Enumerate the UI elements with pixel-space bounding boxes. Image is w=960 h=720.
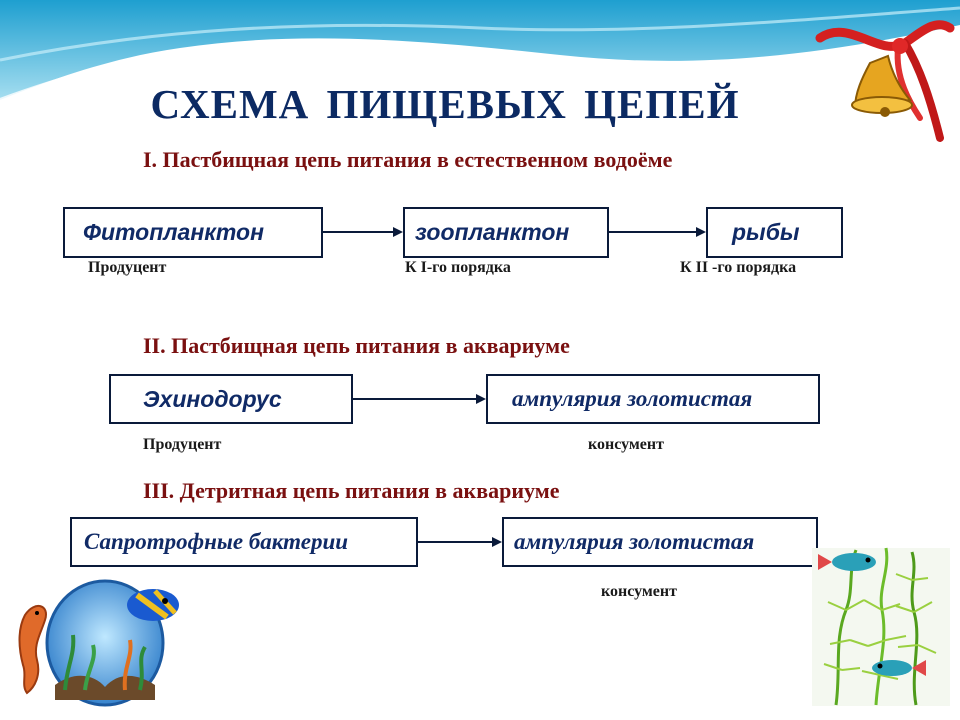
arrow-icon: [609, 227, 706, 237]
wave-banner-icon: [0, 0, 960, 102]
chain3-heading: III. Детритная цепь питания в аквариуме: [143, 478, 560, 503]
node-echinodorus: Эхинодорус: [109, 374, 353, 424]
node-ampullaria: ампулярия золотистая: [486, 374, 820, 424]
node-saprotrophic-bacteria: Сапротрофные бактерии: [70, 517, 418, 567]
arrow-icon: [418, 537, 502, 547]
page-title: СХЕМА ПИЩЕВЫХ ЦЕПЕЙ: [150, 81, 740, 127]
role-label-consumer: консумент: [588, 436, 664, 453]
node-label: Сапротрофные бактерии: [84, 529, 349, 554]
node-label: ампулярия золотистая: [512, 386, 753, 411]
role-label-producer: Продуцент: [88, 259, 167, 276]
node-zooplankton: зоопланктон: [403, 207, 609, 258]
role-label-consumer-2: К II -го порядка: [680, 259, 797, 276]
role-label-consumer-1: К I-го порядка: [405, 259, 511, 276]
node-fish: рыбы: [706, 207, 843, 258]
node-label: ампулярия золотистая: [514, 529, 755, 554]
bell-with-ribbon-icon: [815, 20, 955, 142]
arrow-icon: [353, 394, 486, 404]
aquarium-seahorse-icon: [18, 579, 179, 707]
arrow-icon: [323, 227, 403, 237]
chain1-heading: I. Пастбищная цепь питания в естественно…: [143, 147, 673, 172]
node-label: зоопланктон: [415, 219, 570, 245]
role-label-producer: Продуцент: [143, 436, 222, 453]
aquarium-plants-fish-icon: [812, 547, 950, 706]
role-label-consumer: консумент: [601, 583, 677, 600]
node-label: Фитопланктон: [83, 219, 264, 245]
chain2-heading: II. Пастбищная цепь питания в аквариуме: [143, 333, 570, 358]
node-label: Эхинодорус: [143, 385, 282, 412]
node-phytoplankton: Фитопланктон: [63, 207, 323, 258]
node-label: рыбы: [732, 219, 800, 245]
node-ampullaria: ампулярия золотистая: [502, 517, 818, 567]
